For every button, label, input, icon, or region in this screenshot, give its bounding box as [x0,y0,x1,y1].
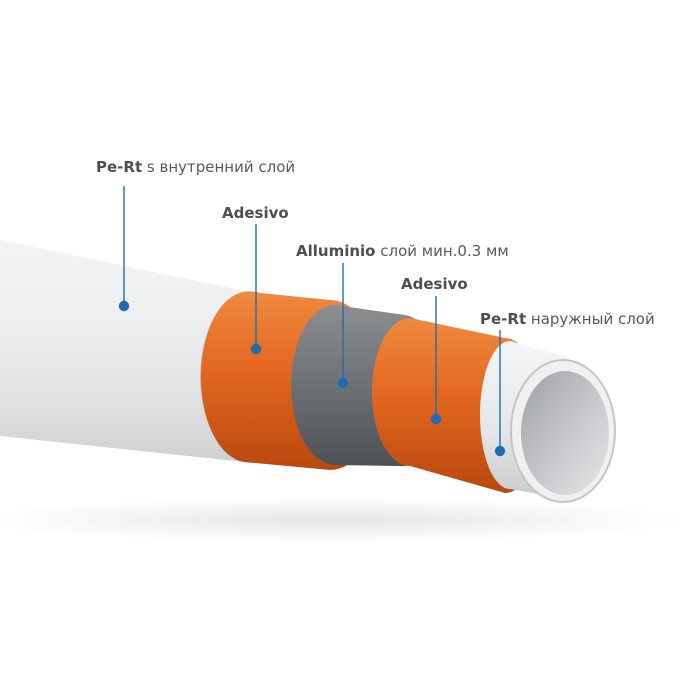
label-pe-rt-outer-text: наружный слой [526,310,655,328]
leader-dot-2 [250,343,262,355]
label-alluminio: Alluminio слой мин.0.3 мм [296,242,509,260]
leader-dot-1 [118,300,130,312]
outer-pe-layer [0,240,250,462]
label-pe-rt-outer: Pe-Rt наружный слой [480,310,655,328]
pipe-shadow [0,498,690,542]
label-alluminio-bold: Alluminio [296,242,376,260]
label-adesivo-2: Adesivo [401,275,468,293]
leader-dot-3 [337,377,349,389]
label-pe-rt-inner: Pe-Rt s внутренний слой [96,158,295,176]
label-pe-rt-inner-bold: Pe-Rt [96,158,143,176]
label-pe-rt-outer-bold: Pe-Rt [480,310,527,328]
label-adesivo-2-bold: Adesivo [401,275,468,293]
label-adesivo-1: Adesivo [222,204,289,222]
leader-dot-4 [430,413,442,425]
label-adesivo-1-bold: Adesivo [222,204,289,222]
pipe-bore [521,371,609,495]
leader-dot-5 [494,445,506,457]
label-alluminio-text: слой мин.0.3 мм [375,242,509,260]
label-pe-rt-inner-text: s внутренний слой [142,158,296,176]
